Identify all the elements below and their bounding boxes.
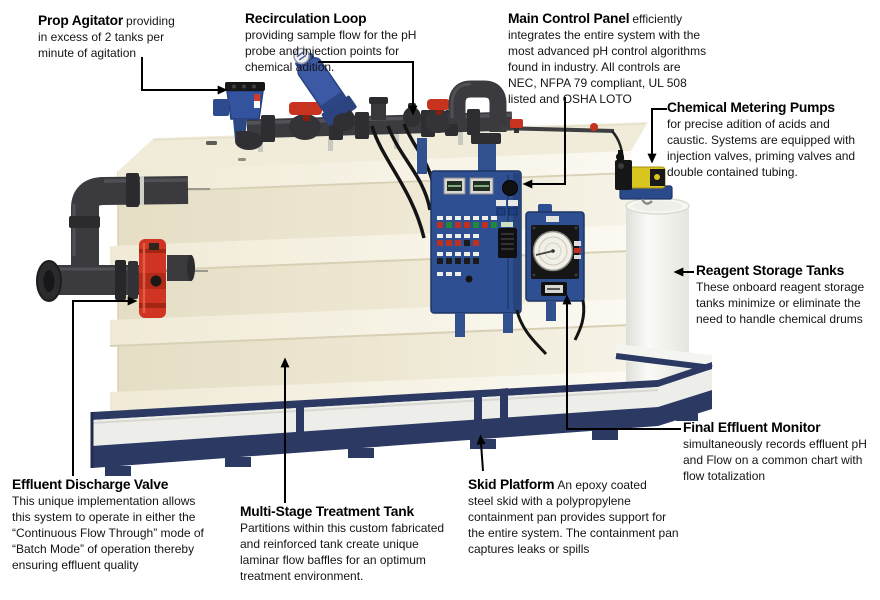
callout-body-text: steel skid with a polypropylene containm…: [468, 494, 679, 556]
callout-final-effluent-monitor: Final Effluent Monitor simultaneously rec…: [683, 420, 880, 484]
callout-chemical-metering-pumps: Chemical Metering Pumps for precise aditi…: [667, 100, 878, 180]
callout-heading: Recirculation Loop: [245, 11, 367, 26]
skid-platform-graphic: [90, 344, 713, 476]
callout-body-text: in excess of 2 tanks per minute of agita…: [38, 30, 165, 60]
leader-prop-agitator: [141, 57, 228, 95]
callout-body-text: These onboard reagent storage tanks mini…: [696, 280, 865, 326]
callout-body-text: simultaneously records effluent pH and F…: [683, 437, 867, 483]
effluent-discharge-valve-graphic: [139, 239, 166, 318]
callout-heading: Final Effluent Monitor: [683, 420, 821, 435]
recirculation-pump-graphic: [293, 47, 357, 131]
callout-body-text: providing sample flow for the pH probe a…: [245, 28, 417, 74]
leader-lines: [72, 57, 694, 503]
callout-inline-text: providing: [126, 14, 175, 28]
chemical-metering-pump-graphic: [615, 150, 673, 205]
callout-recirculation-loop: Recirculation Loop providing sample flow …: [245, 11, 450, 75]
leader-skid-platform: [476, 434, 486, 472]
leader-chemical-metering-pumps: [647, 108, 667, 164]
callout-inline-text: An epoxy coated: [557, 478, 647, 492]
callout-inline-text: efficiently: [632, 12, 683, 26]
callout-body-text: for precise adition of acids and caustic…: [667, 117, 856, 179]
callout-heading: Main Control Panel: [508, 11, 630, 26]
callout-body-text: Partitions within this custom fabricated…: [240, 521, 445, 583]
leader-recirculation-loop: [318, 61, 418, 116]
callout-heading: Reagent Storage Tanks: [696, 263, 845, 278]
prop-agitator-graphic: [213, 82, 265, 150]
leader-effluent-discharge-valve: [72, 296, 138, 476]
final-effluent-monitor-graphic: [525, 204, 586, 341]
callout-heading: Chemical Metering Pumps: [667, 100, 835, 115]
callout-body-text: integrates the entire system with the mo…: [508, 28, 707, 106]
leader-main-control-panel: [522, 97, 566, 189]
callout-body-text: This unique implementation allows this s…: [12, 494, 204, 572]
callout-heading: Prop Agitator: [38, 13, 124, 28]
main-control-panel-graphic: [417, 138, 548, 356]
left-discharge-piping-graphic: [36, 173, 210, 318]
callout-heading: Multi-Stage Treatment Tank: [240, 504, 414, 519]
callout-heading: Effluent Discharge Valve: [12, 477, 169, 492]
callout-heading: Skid Platform: [468, 477, 555, 492]
leader-final-effluent-monitor: [562, 294, 681, 430]
